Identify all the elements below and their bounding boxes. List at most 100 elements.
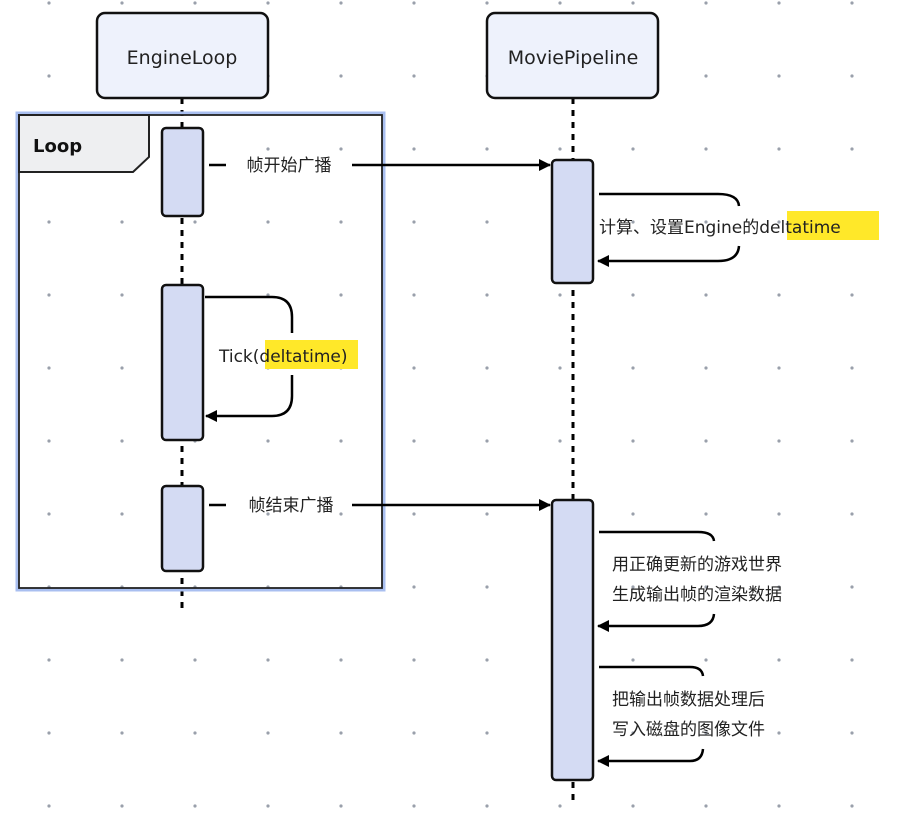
- grid-dot: [412, 147, 416, 151]
- grid-dot: [412, 585, 416, 589]
- grid-dot: [412, 293, 416, 297]
- grid-dot: [777, 512, 781, 516]
- grid-dot: [631, 1, 635, 5]
- grid-dot: [120, 366, 124, 370]
- grid-dot: [704, 220, 708, 224]
- grid-dot: [777, 220, 781, 224]
- activation-engine-3[interactable]: [160, 484, 205, 573]
- grid-dot: [339, 293, 343, 297]
- participant-engineloop[interactable]: EngineLoop: [95, 11, 270, 100]
- grid-dot: [850, 804, 854, 808]
- message-label-line-2: 生成输出帧的渲染数据: [612, 585, 782, 605]
- participant-label: MoviePipeline: [508, 47, 639, 69]
- grid-dot: [339, 439, 343, 443]
- grid-dot: [558, 366, 562, 370]
- message-frame-end[interactable]: 帧结束广播: [209, 496, 551, 516]
- grid-dot: [850, 585, 854, 589]
- grid-dot: [485, 585, 489, 589]
- grid-dot: [266, 220, 270, 224]
- grid-dot: [558, 293, 562, 297]
- message-render-data[interactable]: 用正确更新的游戏世界 生成输出帧的渲染数据: [597, 530, 782, 632]
- grid-dot: [850, 366, 854, 370]
- grid-dot: [485, 220, 489, 224]
- message-label-line-1: 用正确更新的游戏世界: [612, 555, 782, 575]
- grid-dot: [777, 293, 781, 297]
- message-label-line-2: 写入磁盘的图像文件: [612, 720, 765, 740]
- grid-dot: [558, 147, 562, 151]
- activation-pipeline-2[interactable]: [550, 498, 595, 782]
- grid-dot: [339, 658, 343, 662]
- grid-dot: [704, 1, 708, 5]
- grid-dot: [412, 439, 416, 443]
- grid-dot: [339, 731, 343, 735]
- grid-dot: [704, 804, 708, 808]
- grid-dot: [412, 512, 416, 516]
- message-label: Tick(deltatime): [218, 347, 348, 367]
- grid-dot: [120, 512, 124, 516]
- message-label: 帧结束广播: [249, 496, 334, 516]
- grid-dot: [412, 804, 416, 808]
- grid-dot: [777, 1, 781, 5]
- grid-dot: [485, 439, 489, 443]
- message-label: 帧开始广播: [247, 156, 332, 176]
- message-write-image[interactable]: 把输出帧数据处理后 写入磁盘的图像文件: [597, 665, 765, 767]
- grid-dot: [777, 147, 781, 151]
- message-label-line-1: 把输出帧数据处理后: [612, 690, 765, 710]
- participant-moviepipeline[interactable]: MoviePipeline: [485, 11, 660, 100]
- grid-dot: [704, 731, 708, 735]
- grid-dot: [339, 512, 343, 516]
- grid-dot: [412, 658, 416, 662]
- grid-dot: [777, 366, 781, 370]
- loop-fragment[interactable]: Loop: [15, 111, 386, 592]
- activation-engine-1[interactable]: [160, 126, 205, 218]
- message-frame-begin[interactable]: 帧开始广播: [209, 156, 551, 176]
- grid-dot: [266, 658, 270, 662]
- grid-dot: [120, 658, 124, 662]
- grid-dot: [339, 220, 343, 224]
- highlight-deltatime: [787, 211, 879, 240]
- grid-dot: [193, 804, 197, 808]
- grid-dot: [47, 658, 51, 662]
- grid-dot: [193, 731, 197, 735]
- grid-dot: [266, 512, 270, 516]
- grid-dot: [704, 147, 708, 151]
- grid-dot: [266, 439, 270, 443]
- participant-label: EngineLoop: [127, 47, 238, 69]
- grid-dot: [777, 439, 781, 443]
- grid-dot: [120, 1, 124, 5]
- grid-dot: [631, 658, 635, 662]
- grid-dot: [558, 439, 562, 443]
- grid-dot: [704, 512, 708, 516]
- grid-dot: [704, 74, 708, 78]
- loop-frame: [18, 114, 383, 589]
- grid-dot: [631, 731, 635, 735]
- grid-dot: [120, 293, 124, 297]
- grid-dot: [485, 512, 489, 516]
- grid-dot: [485, 731, 489, 735]
- grid-dot: [266, 147, 270, 151]
- grid-dot: [120, 220, 124, 224]
- grid-dot: [47, 220, 51, 224]
- grid-dot: [339, 147, 343, 151]
- message-tick[interactable]: Tick(deltatime): [205, 295, 358, 422]
- grid-dot: [120, 731, 124, 735]
- grid-dot: [266, 1, 270, 5]
- grid-dot: [777, 74, 781, 78]
- grid-dot: [850, 147, 854, 151]
- grid-dot: [485, 1, 489, 5]
- activation-engine-2[interactable]: [160, 283, 205, 442]
- grid-dot: [485, 804, 489, 808]
- grid-dot: [485, 293, 489, 297]
- grid-dot: [412, 74, 416, 78]
- grid-dot: [777, 585, 781, 589]
- grid-dot: [631, 220, 635, 224]
- grid-dot: [193, 220, 197, 224]
- highlight-deltatime: [265, 340, 358, 369]
- grid-dot: [339, 804, 343, 808]
- message-set-deltatime[interactable]: 计算、设置Engine的deltatime: [597, 192, 879, 267]
- grid-dot: [339, 1, 343, 5]
- grid-dot: [266, 804, 270, 808]
- activation-pipeline-1[interactable]: [550, 158, 595, 285]
- grid-dot: [631, 293, 635, 297]
